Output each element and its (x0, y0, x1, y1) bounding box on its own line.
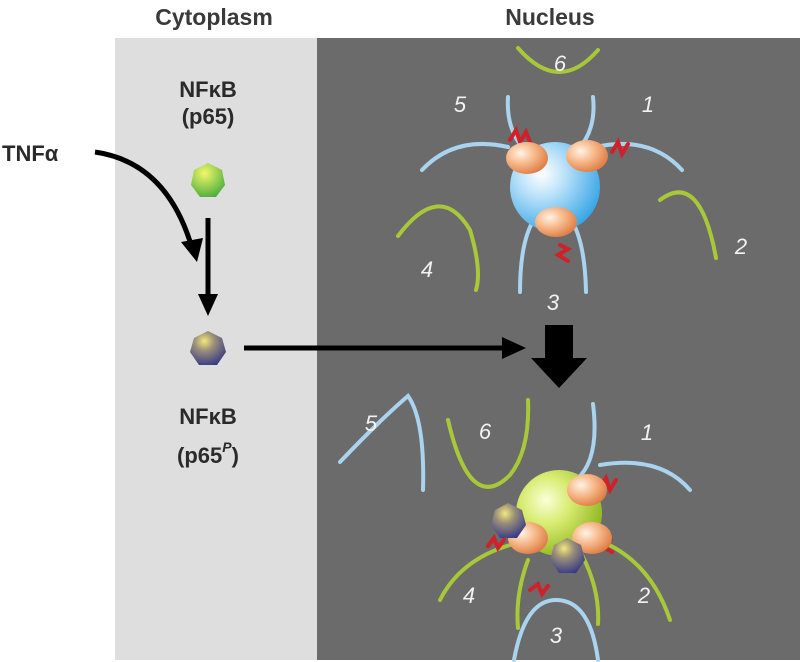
hub-top-arm-4 (396, 204, 480, 292)
hub-bottom-squiggle-left (486, 533, 506, 553)
tnf-curved-arrow-head (181, 238, 203, 262)
tnf-curved-arrow (94, 149, 195, 249)
hub-top-node-left (506, 142, 548, 174)
hub-bottom-arm-6 (446, 398, 531, 489)
hub-top-arm-6 (516, 46, 600, 74)
hub-bottom-node-right (572, 522, 612, 554)
hub-bottom-label-2: 2 (637, 583, 650, 608)
phosphorylation-arrow-head (198, 294, 218, 316)
hub-top-label-6: 6 (554, 51, 567, 76)
hub-top-squiggle-bottom (554, 243, 573, 263)
hub-top-label-4: 4 (421, 257, 433, 282)
hub-bottom-squiggle-bottom (528, 580, 550, 599)
hub-top-label-5: 5 (454, 92, 467, 117)
hub-top-label-1: 1 (642, 92, 654, 117)
p65-hexagon-icon (191, 163, 225, 197)
hub-top-label-3: 3 (547, 290, 560, 315)
nfkb-bottom-form-prefix: (p65 (177, 443, 222, 468)
hub-bottom-arm-3 (512, 597, 600, 662)
transition-arrow-icon (531, 325, 587, 388)
hub-bottom-p65p-right-icon (550, 538, 585, 573)
hub-top-arm-2 (658, 190, 718, 260)
hub-top-label-2: 2 (734, 234, 747, 259)
nfkb-top-form: (p65) (182, 104, 235, 129)
nfkb-bottom-form: (p65P) (177, 439, 239, 468)
cytoplasm-header: Cytoplasm (155, 4, 273, 30)
nfkb-bottom-form-superscript: P (222, 439, 232, 455)
hub-top (396, 46, 718, 294)
hub-bottom-label-6: 6 (479, 419, 492, 444)
p65p-hexagon-icon (190, 331, 226, 365)
hub-top-squiggle-left (508, 125, 532, 147)
nfkb-bottom-form-suffix: ) (232, 443, 239, 468)
nfkb-bottom-name: NFκB (179, 404, 236, 429)
hub-top-squiggle-right (610, 137, 630, 159)
hub-top-node-right (566, 140, 608, 172)
hub-bottom-p65p-left-icon (491, 503, 526, 538)
hub-bottom-label-5: 5 (365, 411, 378, 436)
nfkb-top-name: NFκB (179, 77, 236, 102)
hub-bottom-label-4: 4 (463, 583, 475, 608)
nucleus-header: Nucleus (505, 4, 594, 30)
hub-bottom-label-3: 3 (550, 623, 563, 648)
hub-bottom (338, 393, 692, 662)
hub-bottom-label-1: 1 (641, 420, 653, 445)
translocation-arrow-head (502, 337, 526, 359)
hub-bottom-arm-5 (338, 393, 426, 492)
hub-bottom-node-top (567, 474, 607, 506)
hub-top-node-bottom (535, 207, 577, 237)
tnf-alpha-label: TNFα (2, 141, 59, 166)
